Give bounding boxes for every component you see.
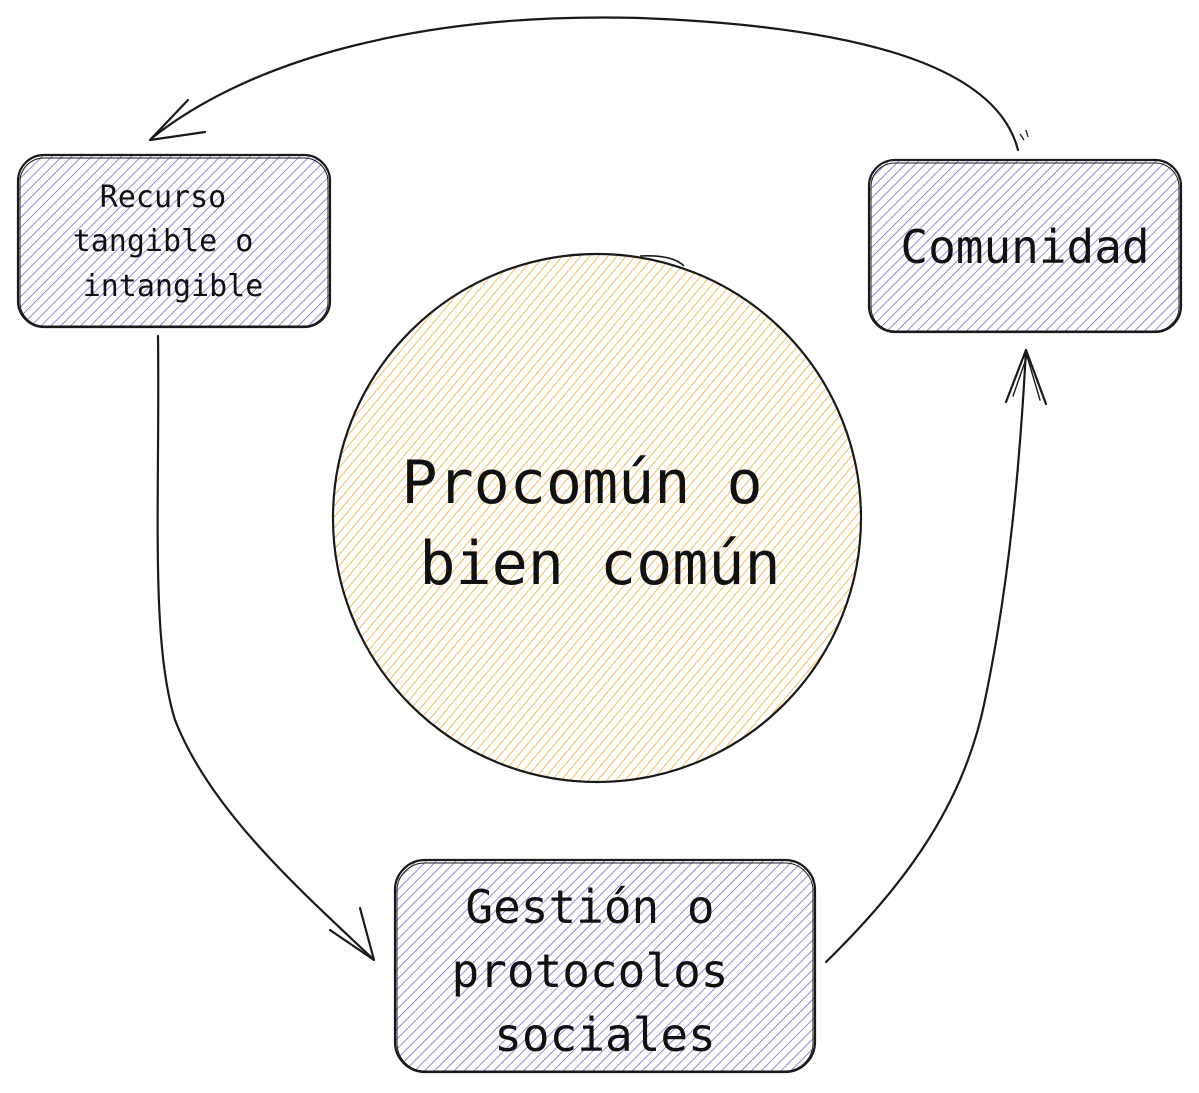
arrow-resource-to-management — [156, 334, 376, 962]
community-node-line-1: Comunidad — [900, 220, 1149, 274]
resource-node: Recurso tangible o intangible — [16, 153, 332, 329]
management-node-line-1: Gestión o — [465, 880, 714, 934]
resource-node-line-1: Recurso — [100, 180, 226, 215]
center-node-line-1: Procomún o — [401, 448, 762, 518]
arrow-community-to-resource — [148, 16, 1029, 152]
management-node: Gestión o protocolos sociales — [393, 858, 817, 1074]
resource-node-line-3: intangible — [83, 269, 264, 304]
resource-node-line-2: tangible o — [73, 224, 254, 259]
center-node-line-2: bien común — [419, 529, 780, 599]
community-node: Comunidad — [867, 158, 1183, 334]
arrow-management-to-community — [824, 348, 1048, 964]
management-node-line-3: sociales — [494, 1008, 716, 1062]
center-node: Procomún o bien común — [331, 252, 863, 784]
management-node-line-2: protocolos — [452, 944, 729, 998]
